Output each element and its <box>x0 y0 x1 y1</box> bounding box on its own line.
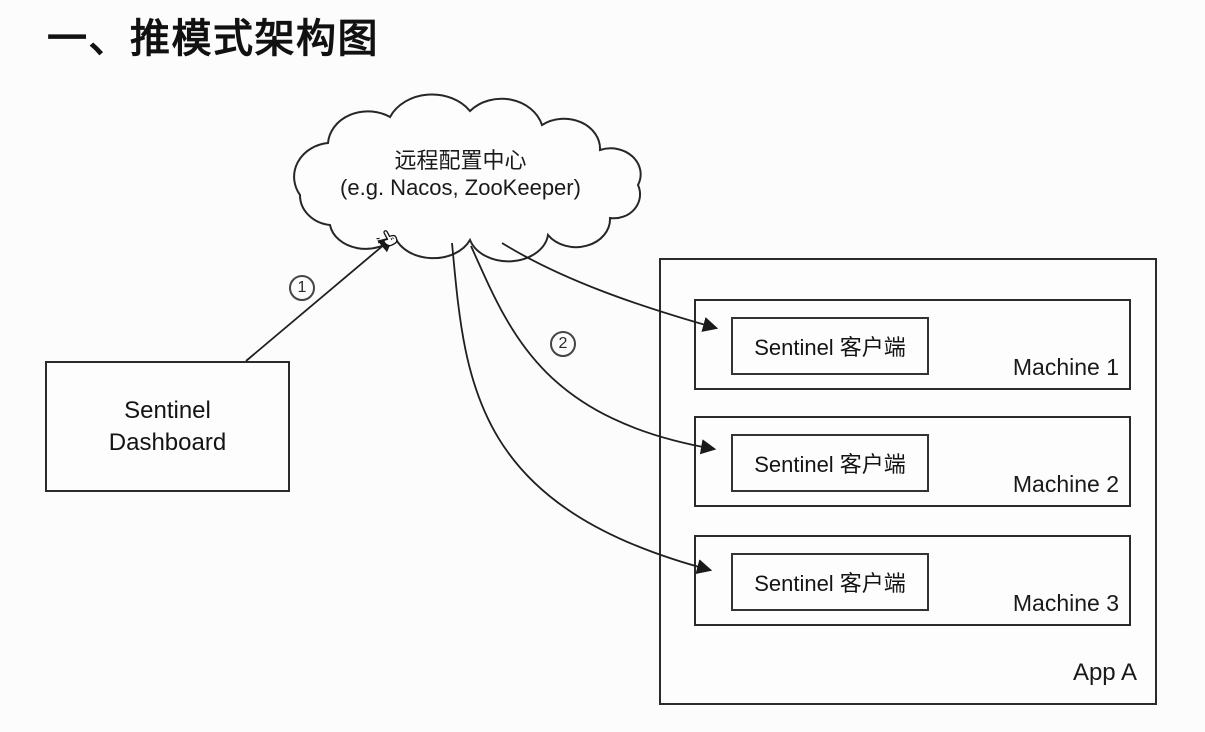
step-2-badge: 2 <box>550 331 576 357</box>
machine-1-label: Machine 1 <box>1012 354 1119 380</box>
sentinel-client-box-3: Sentinel 客户端 <box>731 553 929 611</box>
sentinel-client-label-2: Sentinel 客户端 <box>754 452 906 477</box>
machine-3-label: Machine 3 <box>1012 590 1119 616</box>
app-a-container: Sentinel 客户端 Machine 1 Sentinel 客户端 Mach… <box>659 258 1157 705</box>
step-2-number: 2 <box>558 335 568 352</box>
dashboard-label-line2: Dashboard <box>108 428 227 456</box>
page-title: 一、推模式架构图 <box>47 17 379 61</box>
machine-2-node: Sentinel 客户端 Machine 2 <box>694 416 1131 507</box>
machine-1-node: Sentinel 客户端 Machine 1 <box>694 299 1131 390</box>
sentinel-dashboard-node: Sentinel Dashboard <box>45 361 290 492</box>
config-center-subtitle: (e.g. Nacos, ZooKeeper) <box>340 175 581 201</box>
sentinel-client-label-3: Sentinel 客户端 <box>754 571 906 596</box>
hand-pointer-icon <box>376 230 398 247</box>
config-center-title: 远程配置中心 <box>394 148 527 173</box>
sentinel-client-box-2: Sentinel 客户端 <box>731 434 929 492</box>
machine-2-label: Machine 2 <box>1012 471 1119 497</box>
config-center-label: 远程配置中心 (e.g. Nacos, ZooKeeper) <box>318 147 603 202</box>
dashboard-label-line1: Sentinel <box>124 397 211 425</box>
app-a-label: App A <box>1072 659 1137 686</box>
sentinel-client-label-1: Sentinel 客户端 <box>754 335 906 360</box>
arrow-dashboard-to-config-center <box>245 236 394 362</box>
sentinel-client-box-1: Sentinel 客户端 <box>731 317 929 375</box>
step-1-badge: 1 <box>289 275 315 301</box>
machine-3-node: Sentinel 客户端 Machine 3 <box>694 535 1131 626</box>
step-1-number: 1 <box>297 279 307 296</box>
